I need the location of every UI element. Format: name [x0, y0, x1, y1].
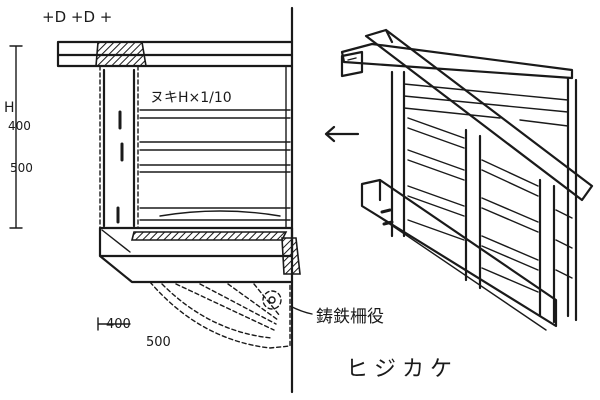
bracket-material-label: 鋳鉄柵役	[316, 307, 384, 327]
cast-iron-bracket	[149, 281, 291, 349]
persp-beam-end	[340, 50, 364, 78]
seat-hatch	[130, 231, 288, 241]
persp-front-post	[538, 178, 556, 324]
top-left-marks: +D +D +	[42, 8, 112, 26]
bracket-leader	[289, 305, 313, 315]
persp-slats	[407, 117, 573, 293]
top-rail	[56, 40, 294, 68]
persp-middle-post	[464, 128, 482, 290]
post-outline	[99, 65, 139, 229]
height-max-label: 500	[10, 161, 33, 175]
persp-top-board	[340, 42, 574, 80]
height-min-label: 400	[8, 119, 31, 133]
persp-ground-line	[371, 211, 547, 331]
arrow-left-icon	[324, 125, 360, 143]
height-symbol: H	[4, 100, 15, 116]
persp-base-beam	[360, 178, 558, 328]
base-diagonal	[101, 229, 131, 253]
slat-spec-label: ヌキH×1/10	[150, 90, 232, 106]
slats	[139, 109, 291, 221]
persp-handrail	[364, 28, 594, 202]
height-dim-line	[9, 45, 23, 229]
top-beam-section	[95, 41, 147, 67]
persp-back-frame	[390, 70, 578, 322]
base-corner-hatch	[281, 237, 301, 275]
post-bolts	[116, 110, 124, 224]
width-dim-line	[97, 317, 131, 331]
post-edges	[102, 68, 136, 228]
persp-back-panel	[403, 83, 569, 127]
perspective-view	[340, 28, 594, 331]
width-min-label: 400	[106, 317, 131, 332]
caption-label: ヒジカケ	[346, 357, 458, 382]
width-max-label: 500	[146, 335, 171, 350]
section-view	[9, 6, 313, 394]
